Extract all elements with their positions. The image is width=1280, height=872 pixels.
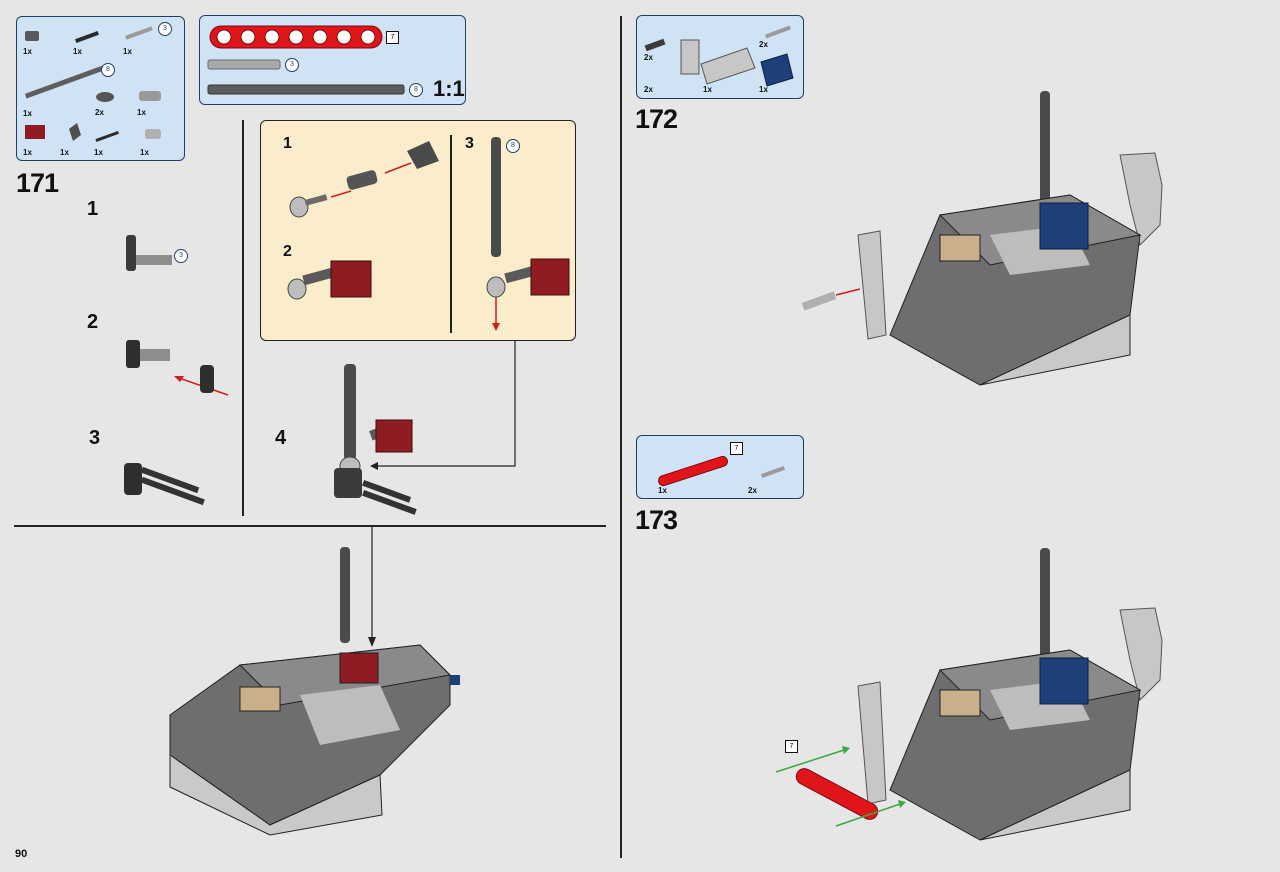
length-callout: 3 <box>174 249 188 263</box>
page-divider <box>620 16 622 858</box>
substep-number: 4 <box>275 427 287 449</box>
scale-reference-box: 7 3 8 1:1 <box>199 15 466 105</box>
part-qty: 1x <box>759 85 768 94</box>
parts-list-171: 1x 1x 1x 3 8 1x 2x 1x 1x 1x 1x 1x <box>16 16 185 161</box>
main-assembly-171 <box>169 525 460 836</box>
part-qty: 1x <box>23 109 32 118</box>
axle-length-callout: 8 <box>506 139 520 153</box>
part-qty: 1x <box>140 148 149 157</box>
main-assembly-173 <box>775 548 1163 841</box>
part-qty: 1x <box>137 108 146 117</box>
substep-number: 3 <box>89 427 101 449</box>
substep-number: 2 <box>87 311 99 333</box>
part-qty: 1x <box>60 148 69 157</box>
part-qty: 2x <box>748 486 757 495</box>
part-qty: 2x <box>759 40 768 49</box>
parts-illustrations-172 <box>644 25 794 87</box>
substep-number: 1 <box>283 135 292 152</box>
part-qty: 1x <box>23 47 32 56</box>
substep-number: 2 <box>283 243 292 260</box>
beam-length-callout: 7 <box>785 740 798 753</box>
horizontal-divider <box>14 525 606 527</box>
beam-length-callout: 7 <box>386 31 399 44</box>
main-assembly-172 <box>801 91 1163 386</box>
step-number-171: 171 <box>16 168 59 198</box>
length-callout: 3 <box>158 22 172 36</box>
vertical-divider-left <box>242 120 244 516</box>
part-qty: 1x <box>23 148 32 157</box>
page-number: 90 <box>15 848 28 860</box>
subassembly-panel: 1 2 3 8 <box>260 120 576 341</box>
substep-illustrations-left <box>124 235 229 506</box>
substep-number: 1 <box>87 198 99 220</box>
substep-4-illustration <box>334 340 516 515</box>
part-qty: 1x <box>73 47 82 56</box>
part-qty: 2x <box>644 53 653 62</box>
part-qty: 2x <box>95 108 104 117</box>
part-qty: 1x <box>123 47 132 56</box>
subassembly-illustrations <box>287 137 570 331</box>
substep-number: 3 <box>465 135 474 152</box>
step-number-172: 172 <box>635 104 678 134</box>
axle-length-callout: 3 <box>285 58 299 72</box>
length-callout: 8 <box>101 63 115 77</box>
step-number-173: 173 <box>635 505 678 535</box>
parts-list-172: 2x 2x 1x 2x 1x <box>636 15 804 99</box>
parts-illustrations-173 <box>658 455 785 487</box>
part-qty: 1x <box>94 148 103 157</box>
panel-divider <box>450 135 452 333</box>
scale-label: 1:1 <box>433 76 465 101</box>
part-qty: 2x <box>644 85 653 94</box>
beam-length-callout: 7 <box>730 442 743 455</box>
parts-illustrations-171 <box>24 26 161 142</box>
part-qty: 1x <box>658 486 667 495</box>
scale-parts <box>207 25 405 95</box>
part-qty: 1x <box>703 85 712 94</box>
parts-list-173: 7 1x 2x <box>636 435 804 499</box>
axle-length-callout: 8 <box>409 83 423 97</box>
